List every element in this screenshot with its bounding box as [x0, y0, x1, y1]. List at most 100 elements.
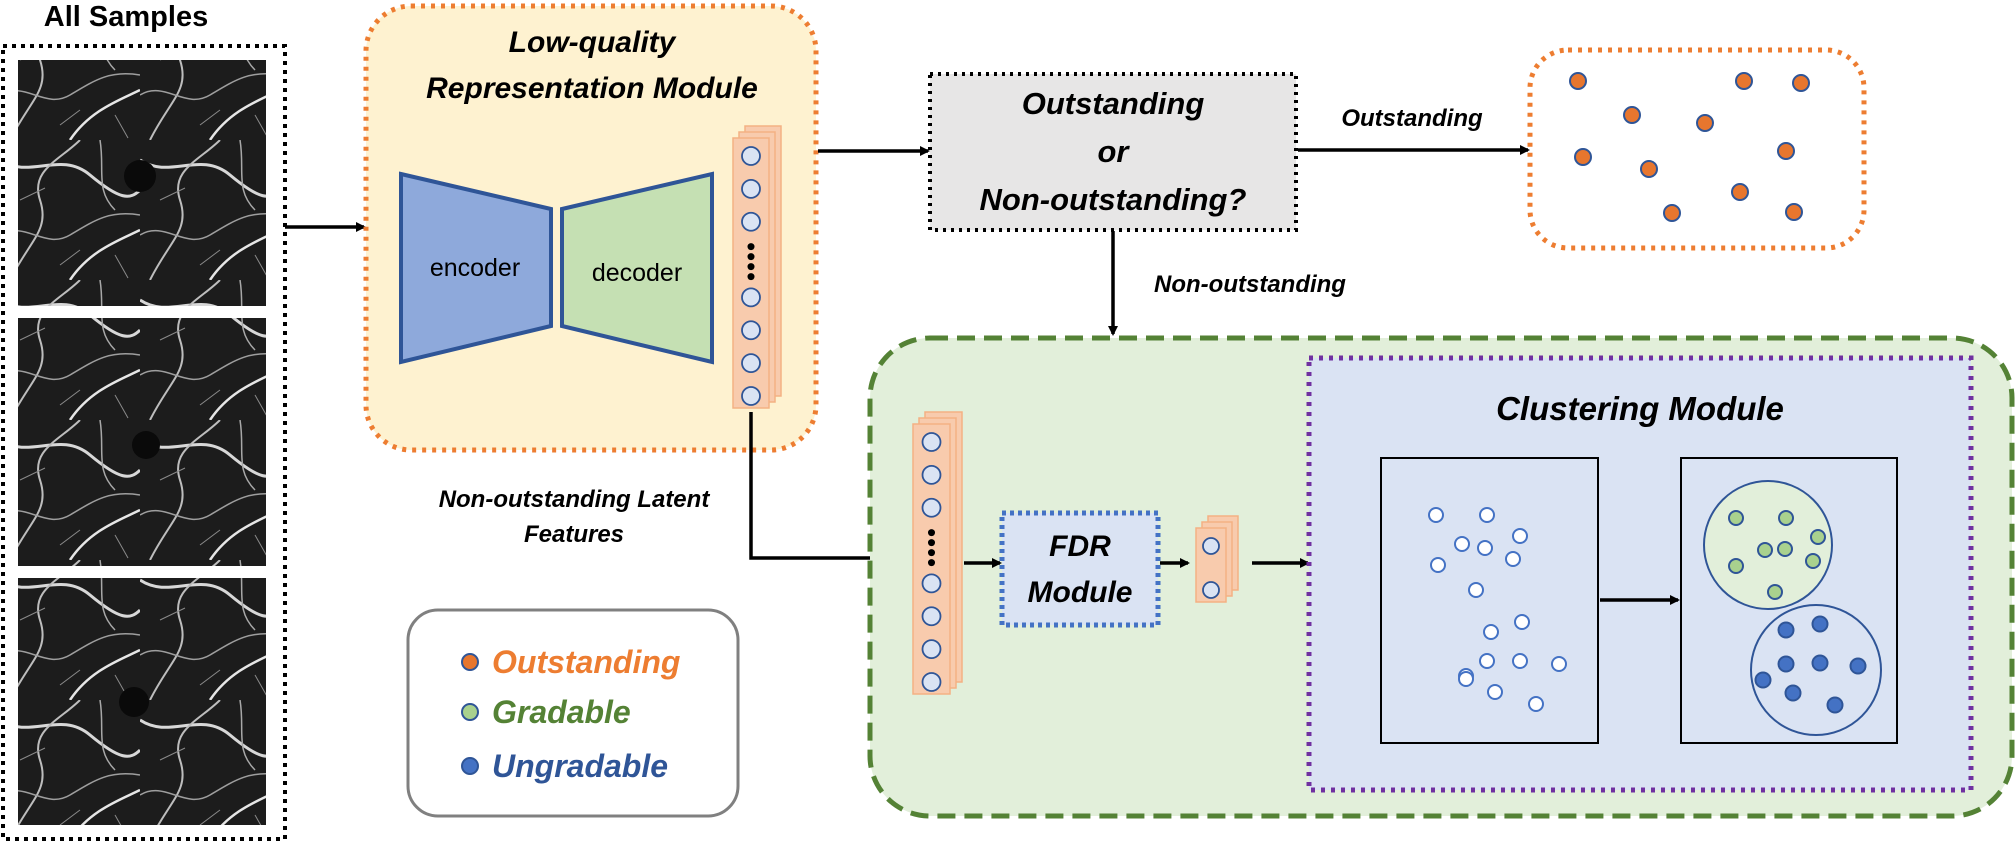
sample-image-3: [18, 578, 266, 825]
legend-item-ungradable: Ungradable: [461, 748, 668, 784]
latent-caption-1: Non-outstanding Latent: [439, 486, 711, 513]
decision-line-1: Outstanding: [1022, 86, 1205, 121]
outstanding-dot: [1623, 106, 1641, 124]
outstanding-dot: [1574, 148, 1592, 166]
gradable-dot: [1778, 510, 1794, 526]
outstanding-dot: [1735, 72, 1753, 90]
ungradable-dot: [1754, 671, 1772, 689]
feature-node: [921, 606, 942, 627]
clustered-samples: [1728, 510, 1867, 714]
legend-label-ungradable: Ungradable: [492, 748, 668, 784]
sample-dot: [1468, 582, 1484, 598]
ellipsis-dot: [928, 559, 935, 567]
outstanding-dot: [1569, 72, 1587, 90]
ungradable-dot: [1777, 621, 1795, 639]
feature-node: [741, 211, 761, 232]
outstanding-dot: [1792, 74, 1810, 92]
sample-dot: [1430, 557, 1446, 573]
decoder-label: decoder: [592, 259, 682, 287]
gradable-dot: [1728, 558, 1744, 574]
ungradable-dot: [1826, 696, 1844, 714]
ellipsis-dot: [747, 243, 755, 251]
feature-node: [1202, 537, 1220, 555]
clustering-title: Clustering Module: [1496, 390, 1784, 427]
legend-label-gradable: Gradable: [492, 694, 631, 730]
outstanding-dot: [1640, 160, 1658, 178]
feature-node: [921, 432, 942, 452]
latent-caption-2: Features: [524, 521, 624, 548]
latent-stack-2: [912, 411, 963, 695]
panel-title: All Samples: [44, 1, 208, 33]
decoder-shape: [560, 171, 714, 365]
sample-dot: [1487, 684, 1503, 700]
latent-feature-stack: [732, 125, 782, 409]
feature-node: [741, 146, 761, 166]
sample-dot: [1551, 656, 1567, 672]
feature-node: [741, 320, 761, 341]
sample-dot: [1477, 540, 1493, 556]
decision-line-2: or: [1098, 134, 1131, 169]
lq-module-title-1: Low-quality: [509, 26, 677, 59]
feature-node: [921, 672, 942, 692]
fdr-line-1: FDR: [1049, 530, 1111, 563]
gradable-dot: [1777, 541, 1793, 557]
ungradable-dot: [1849, 657, 1867, 675]
unclustered-samples: [1428, 507, 1567, 712]
feature-node: [741, 178, 761, 199]
legend-dot-ungradable: [461, 757, 479, 775]
feature-node: [741, 287, 761, 308]
ungradable-dot: [1777, 655, 1795, 673]
sample-dot: [1483, 624, 1499, 640]
outstanding-dot: [1663, 204, 1681, 222]
legend-item-gradable: Gradable: [461, 694, 631, 730]
gradable-dot: [1767, 584, 1783, 600]
edge-non-outstanding-label: Non-outstanding: [1154, 271, 1346, 298]
ellipsis-dot: [747, 253, 755, 261]
reduced-feature-stack: [1195, 515, 1239, 603]
feature-node: [921, 573, 942, 594]
sample-dot: [1512, 528, 1528, 544]
fdr-line-2: Module: [1028, 576, 1133, 609]
feature-node: [1202, 581, 1220, 599]
feature-node: [921, 639, 942, 660]
ellipsis-dot: [928, 529, 935, 537]
feature-node: [921, 497, 942, 518]
decision-line-3: Non-outstanding?: [980, 182, 1247, 217]
outstanding-dot: [1731, 183, 1749, 201]
ungradable-dot: [1784, 684, 1802, 702]
outstanding-dot: [1785, 203, 1803, 221]
sample-image-2: [18, 318, 266, 566]
gradable-dot: [1805, 553, 1821, 569]
encoder-label: encoder: [430, 254, 520, 282]
edge-outstanding-label: Outstanding: [1341, 105, 1483, 132]
sample-dot: [1505, 551, 1521, 567]
gradable-dot: [1810, 529, 1826, 545]
fdr-module-box: [999, 510, 1161, 628]
legend-dot-gradable: [461, 703, 479, 721]
legend-item-outstanding: Outstanding: [461, 644, 680, 680]
ellipsis-dot: [928, 549, 935, 557]
legend-dot-outstanding: [461, 653, 479, 671]
feature-node: [741, 353, 761, 374]
sample-dot: [1514, 614, 1530, 630]
legend-label-outstanding: Outstanding: [492, 644, 680, 680]
unclustered-panel: [1380, 457, 1599, 744]
sample-dot: [1458, 671, 1474, 687]
feature-node: [741, 386, 761, 406]
ellipsis-dot: [928, 539, 935, 547]
clustered-panel: [1680, 457, 1898, 744]
gradable-dot: [1728, 510, 1744, 526]
feature-node: [921, 464, 942, 485]
gradable-dot: [1757, 542, 1773, 558]
lq-module-title-2: Representation Module: [426, 72, 758, 105]
sample-dot: [1428, 507, 1444, 523]
sample-image-1: [18, 60, 266, 306]
ellipsis-dot: [747, 273, 755, 281]
encoder-shape: [399, 171, 553, 365]
samples-frame: [1, 44, 287, 841]
decision-box: [928, 72, 1298, 232]
outstanding-dot: [1696, 114, 1714, 132]
sample-dot: [1528, 696, 1544, 712]
outstanding-dot: [1777, 142, 1795, 160]
